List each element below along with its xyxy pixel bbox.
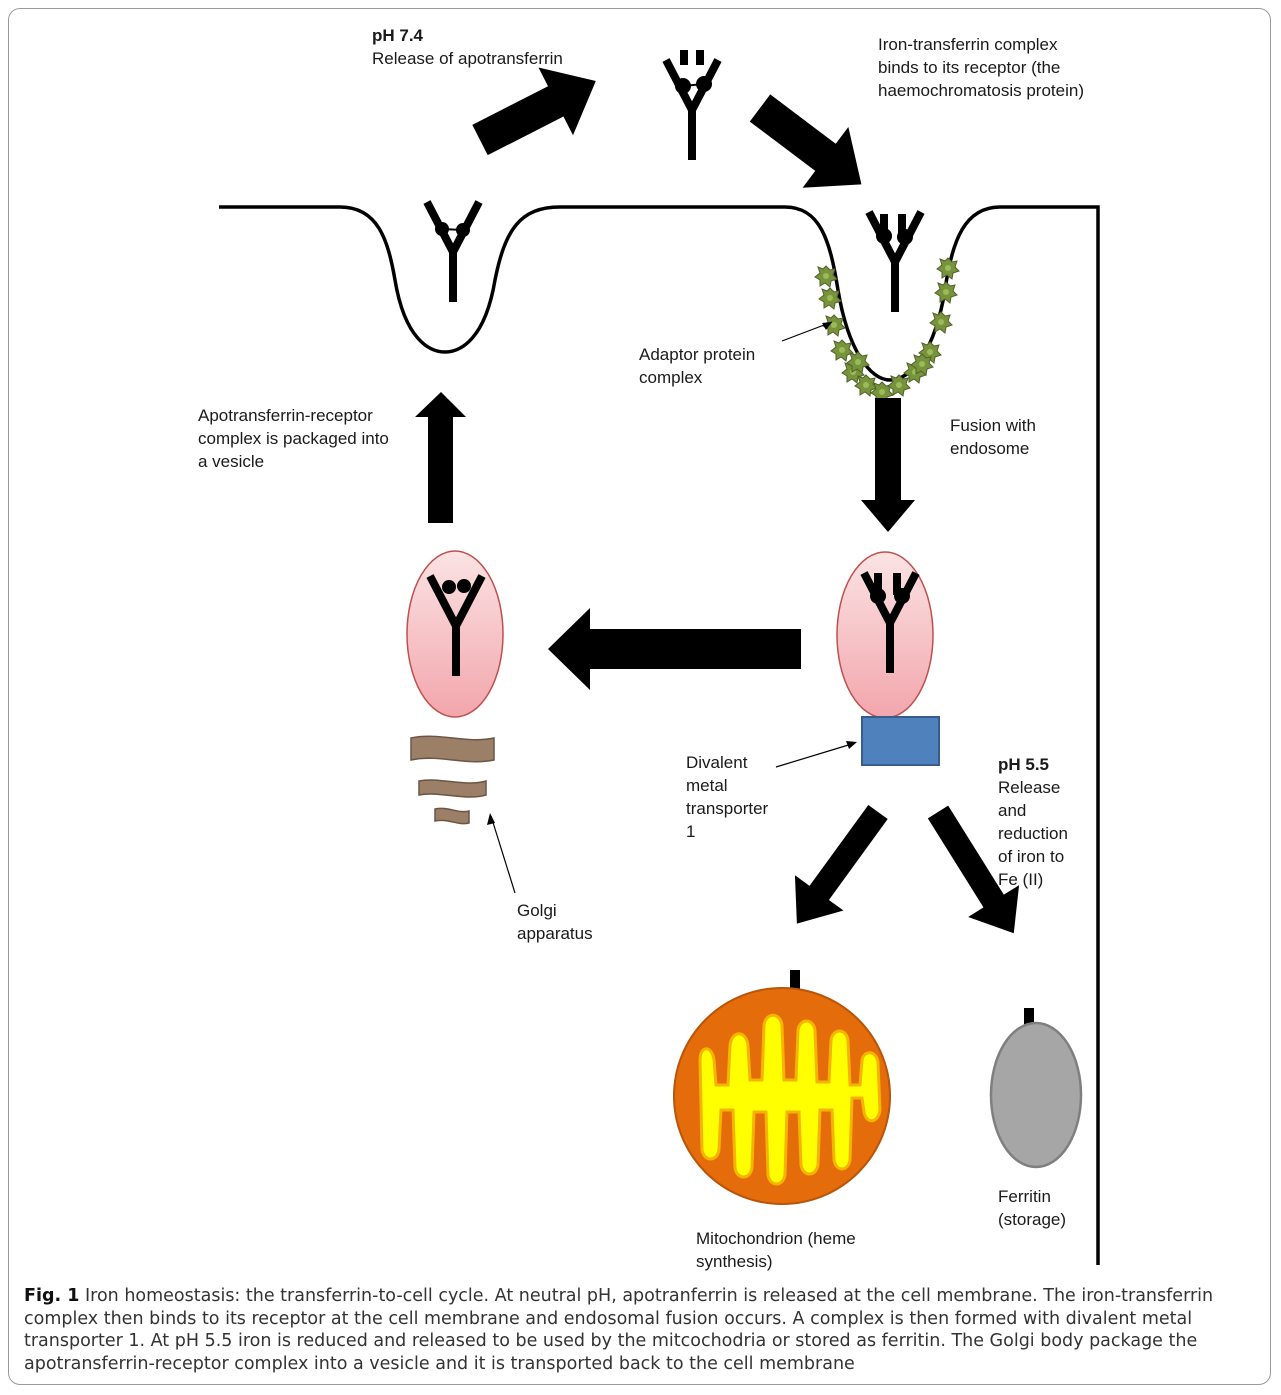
label-fusion-endosome: Fusion with endosome xyxy=(950,414,1036,460)
arrow-packaging-up xyxy=(415,392,466,523)
vesicle-left xyxy=(407,551,503,717)
label-ph55-title: pH 5.5 xyxy=(998,755,1049,774)
caption-text: Iron homeostasis: the transferrin-to-cel… xyxy=(24,1286,1213,1374)
pointer-golgi xyxy=(491,816,515,893)
label-mitochondrion: Mitochondrion (heme synthesis) xyxy=(696,1227,856,1273)
caption-label: Fig. 1 xyxy=(24,1286,79,1306)
receptor-right-pit-icon xyxy=(869,212,921,312)
pointer-dmt1 xyxy=(776,743,855,767)
label-ph55-text: Release and reduction of iron to Fe (II) xyxy=(998,778,1068,889)
iron-homeostasis-diagram xyxy=(0,0,1281,1280)
arrow-left-recycling xyxy=(548,608,801,690)
label-golgi: Golgi apparatus xyxy=(517,899,593,945)
label-dmt1: Divalent metal transporter 1 xyxy=(686,751,768,843)
figure-caption: Fig. 1 Iron homeostasis: the transferrin… xyxy=(24,1285,1256,1375)
arrow-to-right-pit xyxy=(737,78,884,215)
ferritin xyxy=(991,1008,1081,1167)
label-apotransferrin-receptor: Apotransferrin-receptor complex is packa… xyxy=(198,404,389,473)
receptor-top-icon xyxy=(666,50,718,160)
label-ph74-title: pH 7.4 xyxy=(372,26,423,45)
dmt1-box xyxy=(862,717,939,765)
vesicle-right xyxy=(837,552,933,718)
label-ferritin: Ferritin (storage) xyxy=(998,1185,1066,1231)
mitochondrion xyxy=(674,970,890,1204)
label-adaptor-protein: Adaptor protein complex xyxy=(639,343,755,389)
label-iron-transferrin: Iron-transferrin complex binds to its re… xyxy=(878,33,1084,102)
arrow-to-mitochondrion xyxy=(773,794,903,941)
arrow-fusion-down xyxy=(861,398,915,532)
label-ph74-text: Release of apotransferrin xyxy=(372,49,563,68)
receptor-left-pit-icon xyxy=(427,202,479,302)
golgi-apparatus xyxy=(411,736,494,823)
